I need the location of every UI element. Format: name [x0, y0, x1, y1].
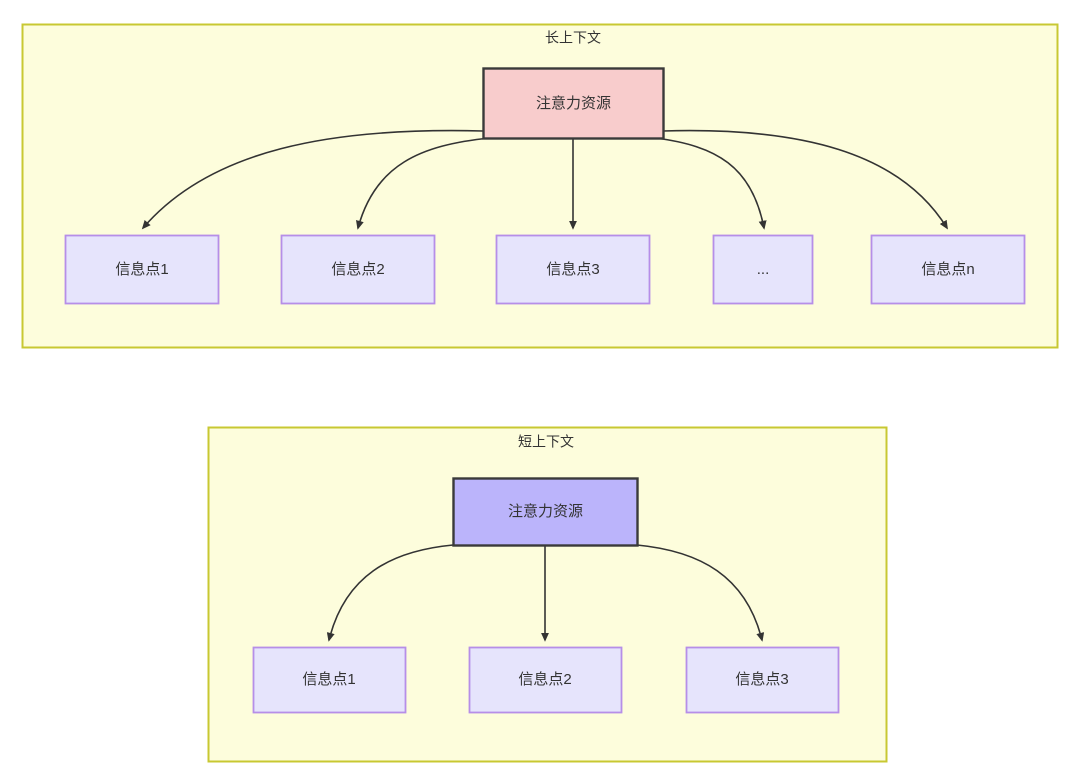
group-long-context: 长上下文 注意力资源 信息点1 信息点2 — [21, 23, 1059, 349]
long-context-leaf-n[interactable]: 信息点n — [870, 234, 1026, 305]
leaf-label: 信息点3 — [546, 261, 599, 278]
short-context-root-box[interactable] — [452, 477, 639, 547]
long-context-leaf-3[interactable]: 信息点3 — [495, 234, 651, 305]
leaf-box[interactable] — [64, 234, 220, 305]
leaf-box[interactable] — [712, 234, 814, 305]
edge-root-to-info-2 — [356, 137, 491, 230]
short-context-edges — [326, 544, 765, 642]
short-context-leaf-3[interactable]: 信息点3 — [685, 646, 840, 714]
long-context-leaf-1[interactable]: 信息点1 — [64, 234, 220, 305]
leaf-label: 信息点2 — [331, 261, 384, 278]
leaf-label: ... — [757, 261, 770, 278]
edge-root-to-info-n — [662, 129, 948, 230]
edge-root-to-info-1 — [326, 544, 454, 642]
long-context-leaf-2[interactable]: 信息点2 — [280, 234, 436, 305]
long-context-leaf-ellipsis[interactable]: ... — [712, 234, 814, 305]
short-context-title: 短上下文 — [518, 434, 574, 450]
short-context-root-node[interactable]: 注意力资源 — [452, 477, 639, 547]
long-context-root-node[interactable]: 注意力资源 — [482, 67, 665, 140]
long-context-edges — [141, 129, 948, 230]
leaf-label: 信息点2 — [518, 671, 571, 688]
leaf-box[interactable] — [280, 234, 436, 305]
edge-root-to-info-ellipsis — [655, 137, 767, 230]
group-short-context: 短上下文 注意力资源 信息点1 信息点2 — [207, 426, 888, 763]
leaf-box[interactable] — [685, 646, 840, 714]
edge-root-to-info-1 — [141, 129, 484, 230]
leaf-label: 信息点1 — [302, 671, 355, 688]
short-context-leaf-2[interactable]: 信息点2 — [468, 646, 623, 714]
edge-root-to-info-3 — [636, 544, 765, 642]
long-context-title: 长上下文 — [545, 30, 601, 46]
long-context-root-label: 注意力资源 — [536, 94, 611, 112]
leaf-label: 信息点3 — [735, 671, 788, 688]
leaf-label: 信息点n — [921, 261, 974, 278]
long-context-root-box[interactable] — [482, 67, 665, 140]
leaf-box[interactable] — [870, 234, 1026, 305]
leaf-label: 信息点1 — [115, 261, 168, 278]
leaf-box[interactable] — [468, 646, 623, 714]
leaf-box[interactable] — [495, 234, 651, 305]
short-context-leaf-1[interactable]: 信息点1 — [252, 646, 407, 714]
leaf-box[interactable] — [252, 646, 407, 714]
short-context-root-label: 注意力资源 — [508, 502, 583, 520]
